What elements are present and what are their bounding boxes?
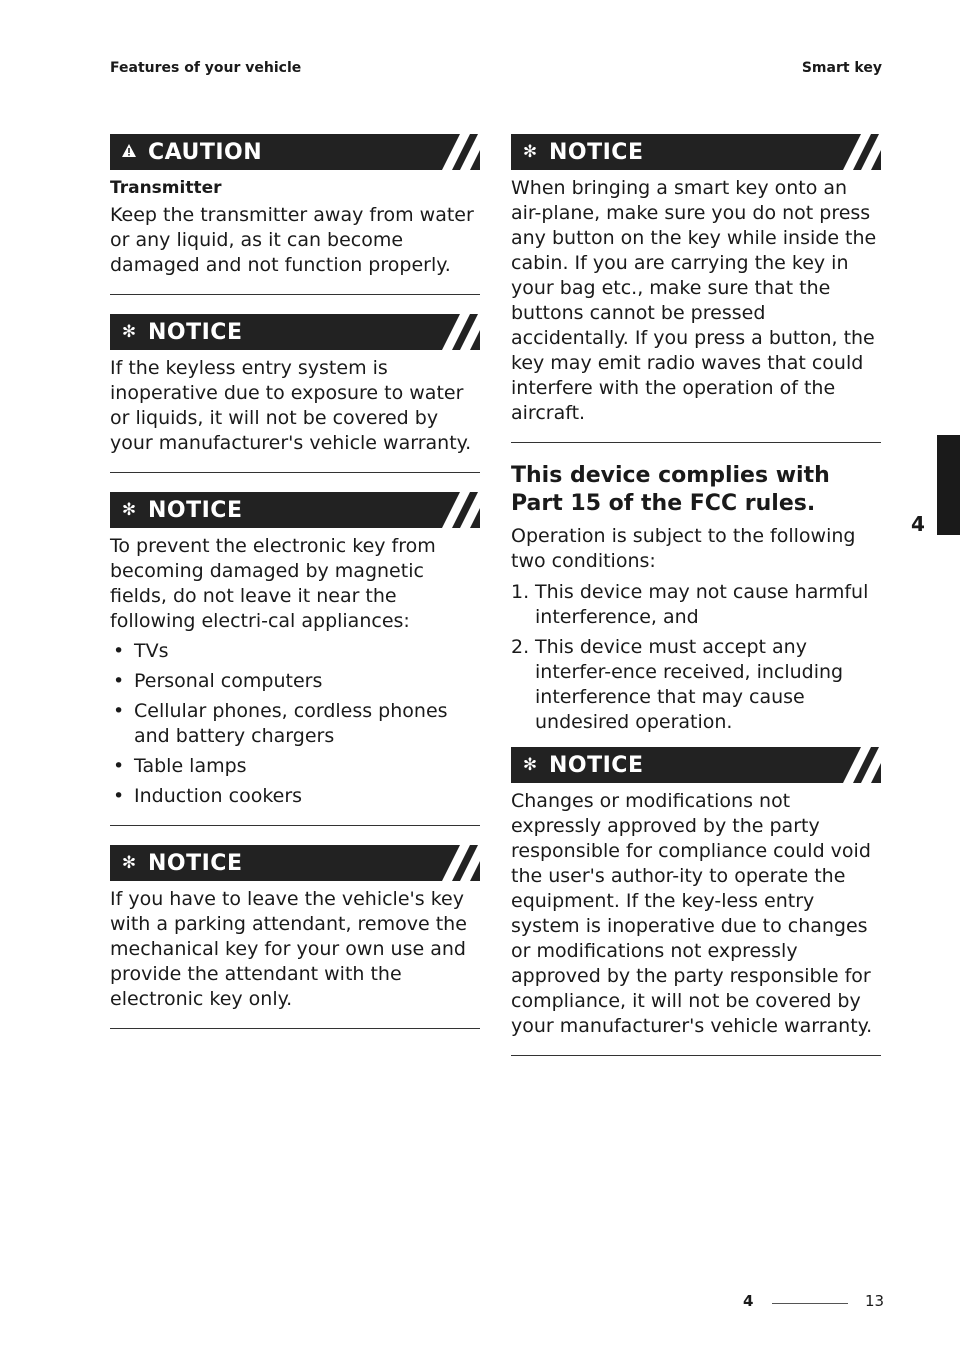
- notice-title: NOTICE: [549, 139, 644, 165]
- divider: [110, 472, 480, 473]
- page-number: 13: [865, 1292, 885, 1310]
- footer-divider: [772, 1303, 848, 1304]
- chapter-tab: [937, 435, 960, 535]
- divider: [110, 294, 480, 295]
- right-column: ✻ NOTICE When bringing a smart key onto …: [511, 134, 881, 1075]
- divider: [511, 1055, 881, 1056]
- bullet-icon: •: [113, 785, 125, 807]
- slash-decoration-icon: [843, 747, 881, 783]
- header-section-title: Features of your vehicle: [110, 60, 302, 76]
- caution-text: Keep the transmitter away from water or …: [110, 204, 474, 276]
- notice-text: If you have to leave the vehicle's key w…: [110, 888, 467, 1010]
- divider: [110, 825, 480, 826]
- notice-banner: ✻ NOTICE: [511, 134, 881, 170]
- fcc-intro: Operation is subject to the following tw…: [511, 525, 856, 572]
- notice-text: If the keyless entry system is inoperati…: [110, 357, 472, 454]
- caution-title: CAUTION: [148, 139, 263, 165]
- footer-chapter: 4: [743, 1292, 754, 1310]
- list-item: •Induction cookers: [113, 785, 303, 807]
- slash-decoration-icon: [442, 134, 480, 170]
- fcc-heading: This device complies with Part 15 of the…: [511, 463, 830, 516]
- notice-banner: ✻ NOTICE: [110, 492, 480, 528]
- bullet-icon: •: [113, 700, 125, 722]
- fcc-conditions-list: 1.This device may not cause harmful inte…: [511, 580, 881, 735]
- asterisk-icon: ✻: [121, 853, 137, 873]
- bullet-icon: •: [113, 755, 125, 777]
- asterisk-icon: ✻: [522, 142, 538, 162]
- bullet-icon: •: [113, 640, 125, 662]
- list-item: 1.This device may not cause harmful inte…: [511, 581, 869, 628]
- notice-title: NOTICE: [148, 319, 243, 345]
- chapter-tab-label: 4: [911, 512, 925, 536]
- bullet-icon: •: [113, 670, 125, 692]
- list-item: 2.This device must accept any interfer-e…: [511, 636, 844, 733]
- list-item: •Table lamps: [113, 755, 247, 777]
- asterisk-icon: ✻: [121, 322, 137, 342]
- left-column: CAUTION Transmitter Keep the transmitter…: [110, 134, 480, 1048]
- divider: [110, 1028, 480, 1029]
- asterisk-icon: ✻: [121, 500, 137, 520]
- notice-text: To prevent the electronic key from becom…: [110, 535, 436, 632]
- slash-decoration-icon: [442, 845, 480, 881]
- caution-banner: CAUTION: [110, 134, 480, 170]
- notice-banner: ✻ NOTICE: [511, 747, 881, 783]
- notice-banner: ✻ NOTICE: [110, 845, 480, 881]
- notice-text: When bringing a smart key onto an air-pl…: [511, 177, 877, 424]
- list-item: •Personal computers: [113, 670, 323, 692]
- slash-decoration-icon: [442, 492, 480, 528]
- list-item: •TVs: [113, 640, 169, 662]
- notice-text: Changes or modifications not expressly a…: [511, 790, 873, 1037]
- divider: [511, 442, 881, 443]
- warning-triangle-icon: [110, 134, 148, 170]
- asterisk-icon: ✻: [522, 755, 538, 775]
- slash-decoration-icon: [843, 134, 881, 170]
- notice-title: NOTICE: [148, 497, 243, 523]
- notice-title: NOTICE: [549, 752, 644, 778]
- slash-decoration-icon: [442, 314, 480, 350]
- caution-subhead: Transmitter: [110, 178, 222, 198]
- header-topic-title: Smart key: [801, 60, 882, 76]
- list-item: •Cellular phones, cordless phones and ba…: [113, 700, 448, 747]
- notice-banner: ✻ NOTICE: [110, 314, 480, 350]
- notice-title: NOTICE: [148, 850, 243, 876]
- appliance-list: •TVs •Personal computers •Cellular phone…: [110, 639, 480, 809]
